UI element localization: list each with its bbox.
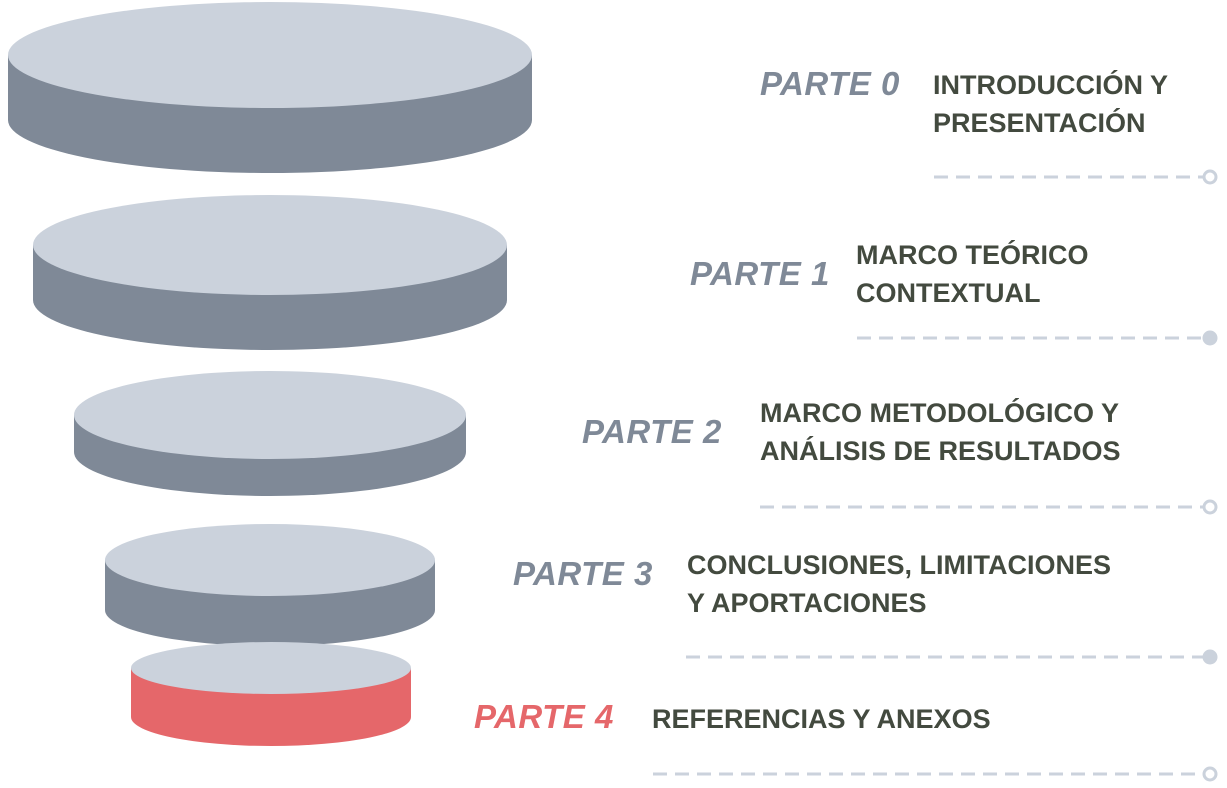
funnel-tier-1: [33, 195, 507, 350]
part-2-line-1: MARCO METODOLÓGICO Y: [760, 398, 1120, 428]
tier-top: [8, 2, 532, 108]
tier-top: [74, 371, 466, 459]
part-4-description: REFERENCIAS Y ANEXOS: [652, 700, 991, 738]
funnel-diagram: [8, 2, 532, 746]
dashed-connector-icon: [760, 499, 1218, 515]
part-3-line-2: Y APORTACIONES: [687, 588, 927, 618]
funnel-tier-3: [105, 524, 435, 646]
part-3-description: CONCLUSIONES, LIMITACIONES Y APORTACIONE…: [687, 546, 1111, 622]
part-2-connector: [760, 497, 1219, 517]
part-2-line-2: ANÁLISIS DE RESULTADOS: [760, 436, 1121, 466]
part-1-line-1: MARCO TEÓRICO: [856, 240, 1089, 270]
part-4-connector: [653, 764, 1219, 784]
funnel-tier-2: [74, 371, 466, 496]
part-3-connector: [686, 647, 1219, 667]
funnel-tier-4: [131, 642, 411, 746]
part-3-line-1: CONCLUSIONES, LIMITACIONES: [687, 550, 1112, 580]
part-0-description: INTRODUCCIÓN Y PRESENTACIÓN: [933, 66, 1168, 142]
part-0-connector: [934, 167, 1219, 187]
tier-top: [105, 524, 435, 596]
part-0-line-1: INTRODUCCIÓN Y: [933, 70, 1169, 100]
part-4-line-1: REFERENCIAS Y ANEXOS: [652, 704, 991, 734]
part-3-label: PARTE 3: [513, 555, 653, 592]
funnel-tier-0: [8, 2, 532, 173]
dashed-connector-icon: [934, 169, 1218, 185]
tier-top: [33, 195, 507, 295]
part-2-label: PARTE 2: [582, 413, 722, 450]
part-1-line-2: CONTEXTUAL: [856, 278, 1041, 308]
part-0-line-2: PRESENTACIÓN: [933, 108, 1146, 138]
part-1-description: MARCO TEÓRICO CONTEXTUAL: [856, 236, 1089, 312]
part-1-connector: [857, 328, 1219, 348]
part-1-label: PARTE 1: [690, 255, 830, 292]
part-0-label: PARTE 0: [760, 65, 900, 102]
dashed-connector-icon: [686, 649, 1218, 665]
tier-top: [131, 642, 411, 694]
part-4-label: PARTE 4: [474, 698, 614, 735]
dashed-connector-icon: [653, 766, 1218, 782]
part-2-description: MARCO METODOLÓGICO Y ANÁLISIS DE RESULTA…: [760, 394, 1121, 470]
dashed-connector-icon: [857, 330, 1218, 346]
